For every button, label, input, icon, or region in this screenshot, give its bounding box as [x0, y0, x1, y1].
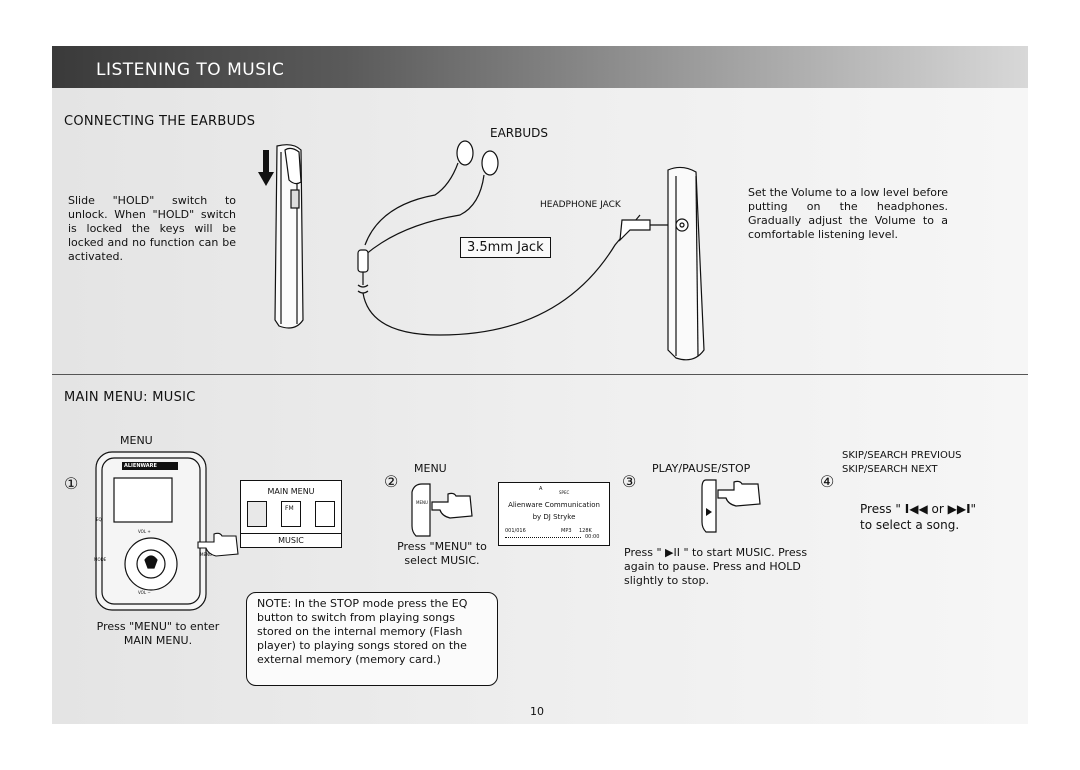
hold-instructions: Slide "HOLD" switch to unlock. When "HOL… [68, 194, 236, 263]
device-side-illustration [258, 144, 304, 329]
fm-label: FM [285, 505, 294, 512]
section-title-earbuds: CONNECTING THE EARBUDS [64, 114, 256, 129]
track-format: MP3 [561, 528, 572, 534]
play-button-press-illustration [701, 479, 761, 533]
earbuds-label: EARBUDS [490, 126, 549, 140]
previous-track-icon: I◀◀ [904, 502, 928, 516]
page-number: 10 [530, 705, 544, 718]
main-menu-bottom-label: MUSIC [241, 533, 341, 548]
step-4-caption-prefix: Press " [860, 502, 901, 516]
menu-button-press-illustration [411, 483, 473, 537]
next-track-icon: ▶▶I [947, 502, 971, 516]
track-count: 001/016 [505, 528, 526, 534]
hand-pointer-icon [197, 532, 239, 557]
device-brand: ALIENWARE [124, 463, 157, 469]
menu-button-label: MENU [200, 552, 212, 557]
jack-size-label: 3.5mm Jack [460, 237, 551, 258]
progress-bar [505, 537, 581, 538]
step-4-label-next: SKIP/SEARCH NEXT [842, 464, 938, 475]
device-headphone-jack-illustration [619, 166, 705, 361]
status-spec: SPEC [559, 490, 570, 495]
brand-plate [122, 462, 178, 470]
step-4-caption-suffix: " [970, 502, 977, 516]
player-front-illustration [95, 451, 207, 611]
step-1-menu-label: MENU [120, 434, 153, 447]
play-icon [706, 508, 712, 516]
headphone-jack-label: HEADPHONE JACK [540, 200, 621, 210]
volume-instructions: Set the Volume to a low level before put… [748, 186, 948, 241]
music-playing-screen: A SPEC Alienware Communication by DJ Str… [498, 482, 610, 546]
step-2-caption: Press "MENU" to select MUSIC. [397, 540, 487, 567]
song-title: Alienware Communication [508, 501, 600, 509]
status-a: A [539, 486, 543, 492]
section-title-main-menu: MAIN MENU: MUSIC [64, 390, 196, 405]
step-4-number: ④ [820, 472, 835, 491]
step-4-label-previous: SKIP/SEARCH PREVIOUS [842, 450, 962, 461]
step-2-number: ② [384, 472, 399, 491]
menu-button-text: MENU [416, 500, 428, 505]
settings-icon [315, 501, 335, 527]
step-1-number: ① [64, 474, 79, 493]
vol-minus-label: VOL − [138, 590, 151, 595]
eq-button-label: EQ [96, 517, 102, 522]
vol-plus-label: VOL + [138, 529, 151, 534]
step-2-label: MENU [414, 462, 447, 475]
track-time: 00:00 [585, 534, 600, 540]
step-4-caption-line1: Press " I◀◀ or ▶▶I" [860, 502, 976, 516]
radio-icon [281, 501, 301, 527]
song-artist: by DJ Stryke [532, 513, 576, 521]
content-panel [52, 48, 1028, 724]
track-bitrate: 128K [579, 528, 592, 534]
step-3-label: PLAY/PAUSE/STOP [652, 462, 751, 475]
main-menu-title: MAIN MENU [267, 487, 315, 496]
step-1-caption: Press "MENU" to enter MAIN MENU. [96, 620, 220, 647]
header-bar [52, 46, 1028, 88]
step-4-caption-middle: or [931, 502, 944, 516]
main-menu-screen: MAIN MENU FM MUSIC [240, 480, 342, 548]
arrow-down-icon [258, 150, 274, 186]
page-title: LISTENING TO MUSIC [96, 60, 285, 80]
mode-button-label: MODE [94, 557, 107, 562]
earbuds-illustration [357, 140, 641, 336]
section-divider [52, 374, 1028, 375]
headphones-icon [247, 501, 267, 527]
step-3-caption: Press " ▶II " to start MUSIC. Press agai… [624, 546, 808, 587]
step-4-caption-line2: to select a song. [860, 518, 960, 532]
step-3-number: ③ [622, 472, 637, 491]
note-box: NOTE: In the STOP mode press the EQ butt… [246, 592, 498, 686]
